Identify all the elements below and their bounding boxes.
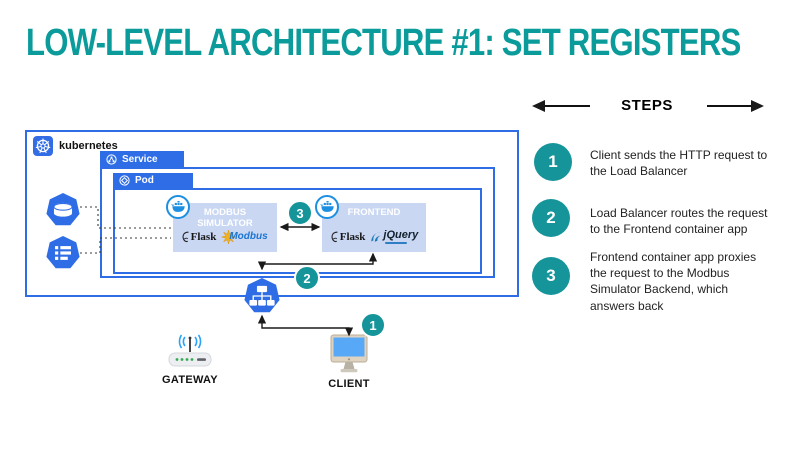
flask-logo: Flask: [330, 231, 366, 243]
modbus-star-icon: [221, 230, 237, 244]
kubernetes-label: kubernetes: [59, 140, 118, 152]
flask-logo: Flask: [181, 231, 217, 243]
kubernetes-header: kubernetes: [33, 136, 118, 156]
modbus-logo: Modbus: [221, 230, 269, 244]
kubernetes-icon: [33, 136, 53, 156]
service-label: Service: [122, 153, 158, 165]
service-tab: Service: [100, 151, 184, 167]
step-number-3: 3: [532, 257, 570, 295]
docker-icon: [315, 195, 339, 219]
flask-label: Flask: [339, 231, 366, 243]
badge-step-2: 2: [294, 265, 320, 291]
flask-icon: [182, 231, 189, 243]
step-text-2: Load Balancer routes the request to the …: [590, 206, 768, 237]
step-number-1: 1: [534, 143, 572, 181]
modbus-label: Modbus: [229, 231, 268, 242]
flask-label: Flask: [190, 231, 217, 243]
step-number-2: 2: [532, 199, 570, 237]
load-balancer-icon: [244, 278, 280, 314]
modbus-simulator-title: MODBUS SIMULATOR: [197, 207, 253, 230]
frontend-container: FRONTEND Flask jQuery: [322, 203, 426, 252]
frontend-title: FRONTEND: [347, 207, 401, 218]
badge-step-1: 1: [360, 312, 386, 338]
step-text-1: Client sends the HTTP request to the Loa…: [590, 148, 768, 179]
arrow-loadbalancer-client: [257, 314, 354, 337]
jquery-swirl-icon: [371, 232, 382, 242]
docker-icon: [166, 195, 190, 219]
service-icon: [106, 153, 117, 165]
modbus-simulator-container: MODBUS SIMULATOR Flask Modbus: [173, 203, 277, 252]
step-text-3: Frontend container app proxies the reque…: [590, 250, 757, 313]
flask-icon: [331, 231, 338, 243]
pod-tab: Pod: [113, 173, 193, 188]
jquery-tagline: [385, 242, 408, 244]
config-list-icon: [46, 236, 80, 270]
jquery-logo: jQuery: [370, 230, 418, 244]
jquery-label: jQuery: [383, 229, 419, 241]
client-icon: [330, 334, 368, 376]
storage-volume-icon: [46, 193, 80, 227]
steps-header: STEPS: [621, 97, 673, 114]
badge-step-3: 3: [287, 200, 313, 226]
gateway-label: GATEWAY: [162, 374, 218, 386]
client-label: CLIENT: [328, 378, 370, 390]
pod-icon: [119, 175, 130, 186]
page-title: LOW-LEVEL ARCHITECTURE #1: SET REGISTERS: [26, 22, 741, 64]
gateway-icon: [168, 334, 212, 370]
pod-label: Pod: [135, 175, 154, 186]
